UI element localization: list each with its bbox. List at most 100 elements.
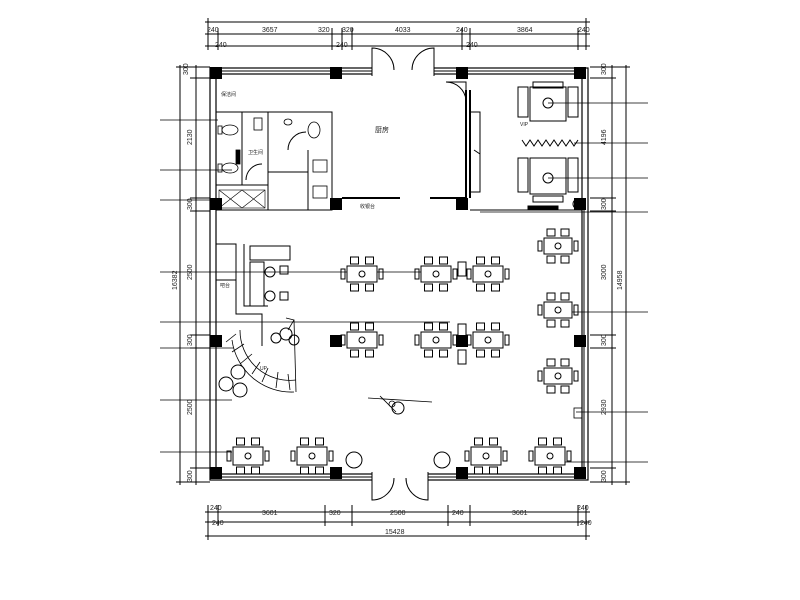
storage-label: 保洁间 [221,91,236,98]
dining-table [346,265,378,283]
leader-lines-right [480,102,648,463]
right-dim-total: 14958 [617,270,624,290]
chair [491,322,500,331]
chair [546,319,556,328]
toilet-fixtures [217,117,328,199]
dining-table [534,446,566,466]
chair-side [414,334,420,346]
chair [424,256,433,265]
chair [424,322,433,331]
kitchen-door-arc [445,81,467,101]
chair-side [328,450,334,462]
right-dim-4: 3000 [601,264,608,280]
chair-side [452,334,458,346]
chair-side [566,450,572,462]
chair [546,228,556,237]
top-dimension-chain [205,18,590,50]
chair [251,466,260,475]
chair-side [537,304,543,316]
right-dimension-chain [590,65,630,485]
bottom-row2-dim-2: 240 [580,520,592,527]
right-dim-1: 300 [601,63,608,75]
top-dim-1: 240 [207,27,219,34]
left-dim-3: 300 [187,198,194,210]
restroom-label: 卫生间 [248,149,263,156]
top-row2-dim-2: 240 [336,42,348,49]
vip-sofa-set-1 [517,81,579,147]
kitchen-counter [469,111,481,193]
dining-table [296,446,328,466]
chair [553,437,562,446]
chair-side [264,450,270,462]
right-dim-6: 2930 [601,399,608,415]
entrance-plants [345,401,451,469]
chair [553,466,562,475]
chair [315,466,324,475]
left-dim-5: 300 [187,334,194,346]
restroom-door-arc-2 [245,163,263,181]
chair-side [226,450,232,462]
top-dim-7: 3864 [517,27,533,34]
chair [439,349,448,358]
spiral-staircase [225,317,297,393]
bar-stools [264,265,289,302]
chair [489,466,498,475]
chair-side [537,240,543,252]
stairs-label: UP [260,366,268,372]
chair [538,466,547,475]
chair-side [464,450,470,462]
chair-side [340,334,346,346]
chair [365,256,374,265]
table-center-mark [554,306,562,314]
chair-side [573,304,579,316]
chair [424,349,433,358]
table-center-mark [482,452,490,460]
chair [560,385,570,394]
table-center-mark [432,336,440,344]
bottom-dim-3: 320 [329,510,341,517]
table-center-mark [484,270,492,278]
dining-table [472,265,504,283]
chair [350,283,359,292]
outer-walls [209,67,589,481]
chair [315,437,324,446]
chair [546,255,556,264]
left-dimension-chain [176,65,210,485]
chair-side [466,268,472,280]
chair [236,466,245,475]
table-center-mark [554,372,562,380]
chair [560,292,570,301]
chair [439,256,448,265]
right-dim-3: 300 [601,198,608,210]
left-dim-total: 16382 [172,270,179,290]
chair [350,349,359,358]
chair-side [502,450,508,462]
chair-side [414,268,420,280]
bottom-dim-7: 240 [577,505,589,512]
table-center-mark [554,242,562,250]
chair [560,319,570,328]
chair [546,385,556,394]
top-row2-dim-3: 240 [466,42,478,49]
dining-table [420,331,452,349]
kitchen-walls [342,90,471,199]
chair [350,256,359,265]
chair-side [340,268,346,280]
restroom-walls [215,111,333,211]
chair-side [573,370,579,382]
left-dim-7: 300 [187,470,194,482]
service-cart [457,323,467,339]
table-center-mark [308,452,316,460]
chair [538,437,547,446]
structural-columns [210,67,586,479]
chair-side [290,450,296,462]
bar-label: 吧台 [220,282,230,289]
table-center-mark [546,452,554,460]
chair-side [466,334,472,346]
table-center-mark [358,270,366,278]
chair [251,437,260,446]
dining-table [470,446,502,466]
chair [476,283,485,292]
chair-side [537,370,543,382]
